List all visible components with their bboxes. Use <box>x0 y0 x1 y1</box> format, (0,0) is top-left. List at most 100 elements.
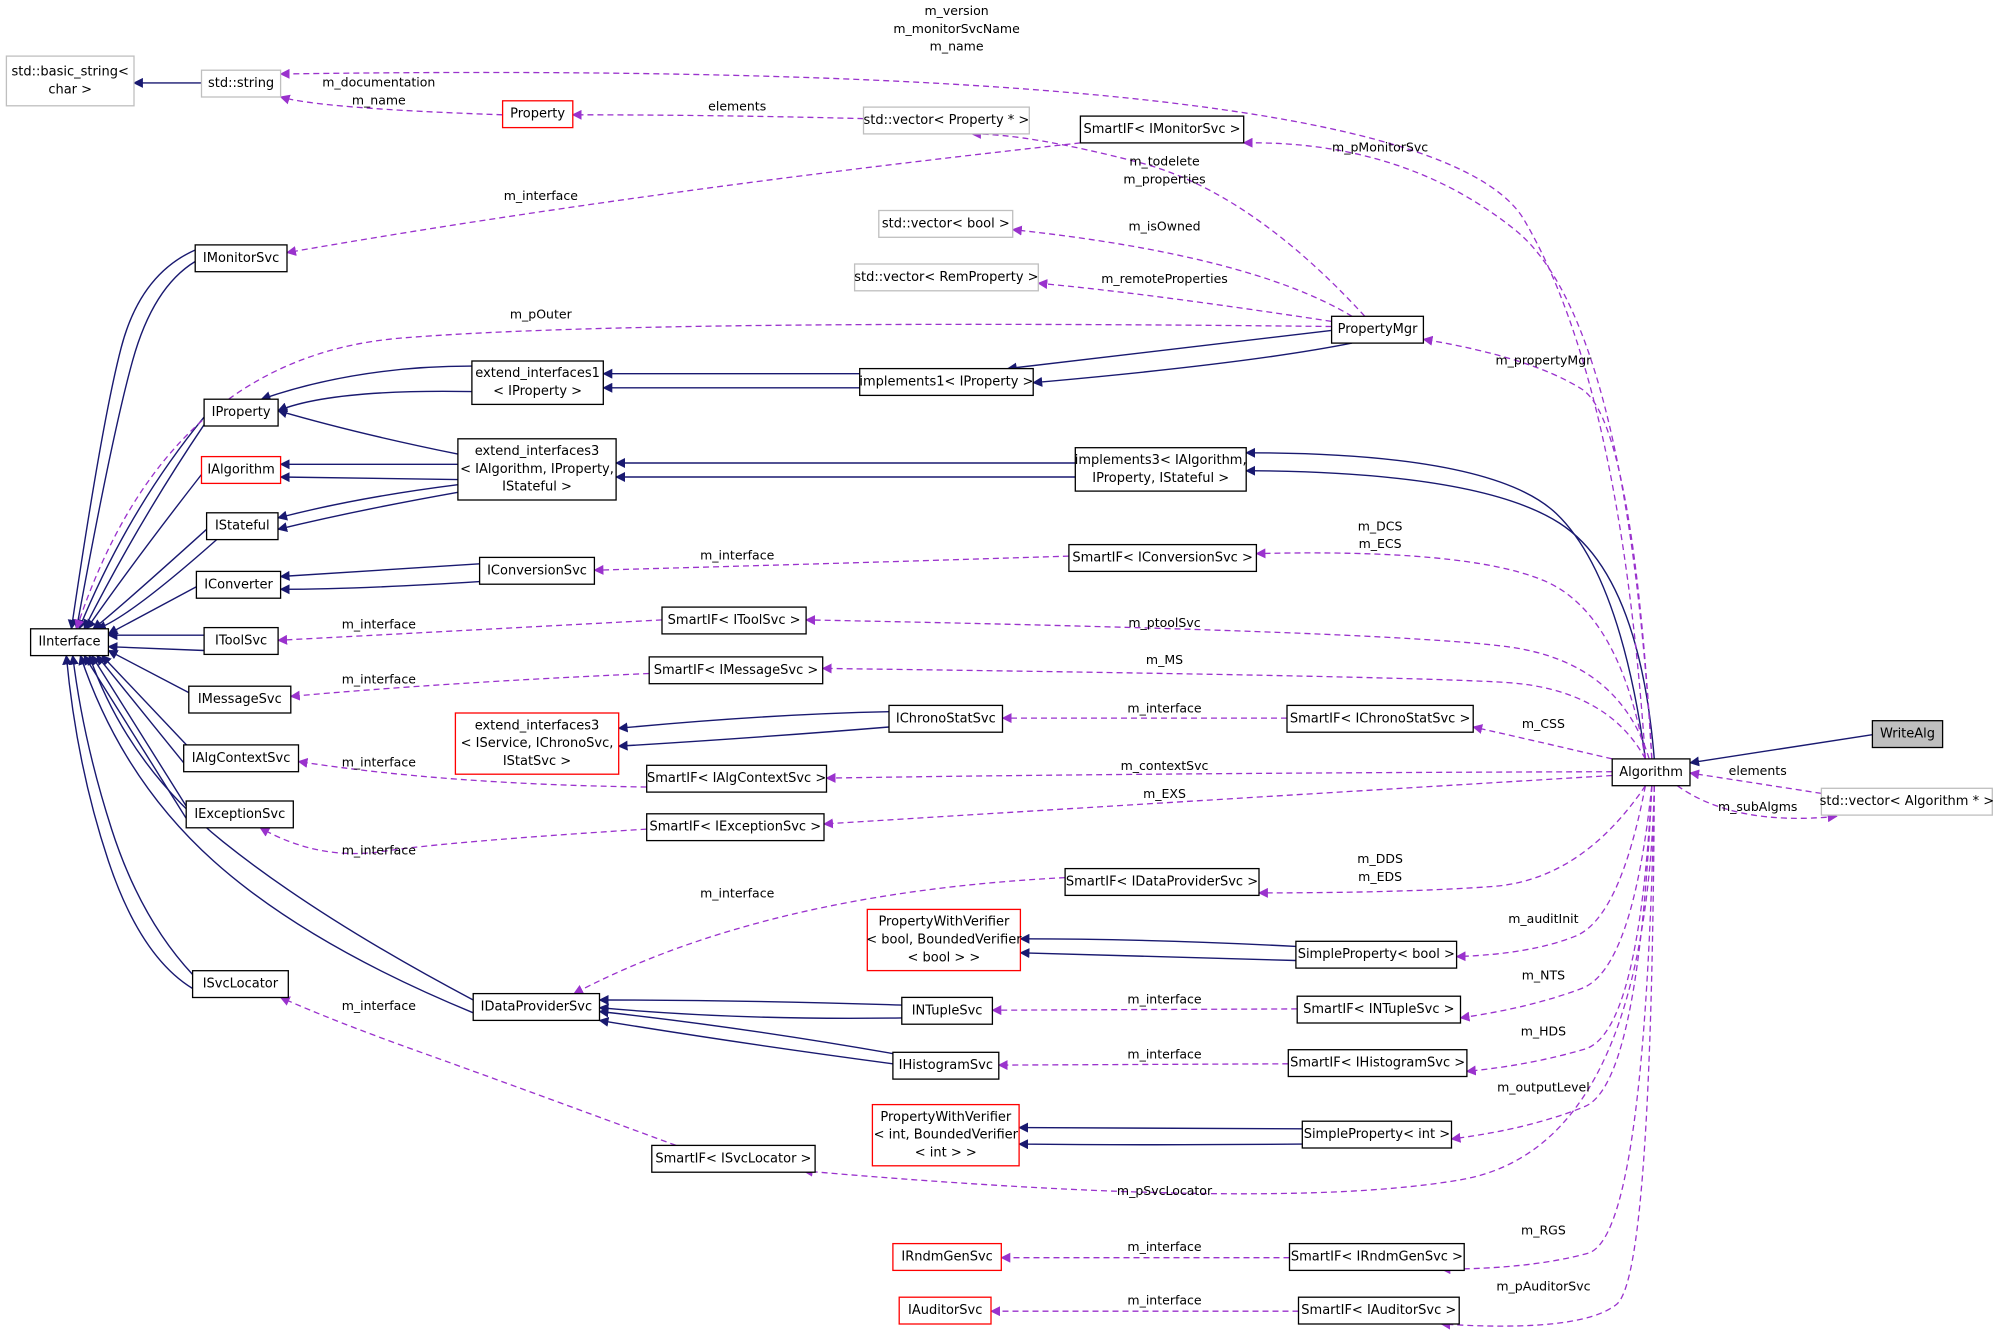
class-node-box <box>478 556 596 585</box>
class-node-extend-interfaces3-svc[interactable]: extend_interfaces3< IService, IChronoSvc… <box>454 712 620 775</box>
edge-label-m-interface-monitor: m_interface <box>504 188 578 203</box>
inheritance-edge-iconversionsvc-to-iconverter <box>279 580 480 595</box>
edge-label-line: m_interface <box>342 671 416 686</box>
class-node-simpleproperty-bool[interactable]: SimpleProperty< bool > <box>1295 940 1458 969</box>
class-node-implements1[interactable]: implements1< IProperty > <box>859 367 1034 397</box>
edge-label-elements-algorithm: elements <box>1729 763 1787 778</box>
class-node-iexceptionsvc[interactable]: IExceptionSvc <box>185 800 294 829</box>
class-node-property[interactable]: Property <box>501 100 574 129</box>
class-node-label: Algorithm <box>1619 765 1683 780</box>
inheritance-edge-intuplesvc-to-idataprovidersvc <box>598 995 902 1006</box>
class-node-box <box>898 1296 992 1325</box>
class-node-pwv-bool[interactable]: PropertyWithVerifier< bool, BoundedVerif… <box>866 908 1022 972</box>
usage-edge-elements-algorithm <box>1689 769 1822 795</box>
class-node-smartif-imessagesvc[interactable]: SmartIF< IMessageSvc > <box>648 656 824 685</box>
class-node-algorithm[interactable]: Algorithm <box>1611 758 1691 787</box>
usage-edge-m-interface-ntuple <box>991 1005 1298 1016</box>
edge-label-line: m_pOuter <box>510 307 573 322</box>
class-node-iproperty[interactable]: IProperty <box>203 398 279 427</box>
usage-edge-m-interface-tool <box>277 619 663 645</box>
class-node-pwv-int[interactable]: PropertyWithVerifier< int, BoundedVerifi… <box>871 1103 1020 1167</box>
class-node-label: Property <box>510 107 565 122</box>
class-node-smartif-irndmgensvc[interactable]: SmartIF< IRndmGenSvc > <box>1288 1242 1465 1272</box>
inheritance-edge-extend-interfaces3-alg-to-ialgorithm <box>279 472 458 483</box>
class-node-ialgcontextsvc[interactable]: IAlgContextSvc <box>183 744 300 773</box>
inheritance-edge-ialgorithm-to-iinterface <box>86 474 203 630</box>
class-node-idataprovidersvc[interactable]: IDataProviderSvc <box>472 992 601 1022</box>
class-node-smartif-ichronostatsvc[interactable]: SmartIF< IChronoStatSvc > <box>1286 704 1474 733</box>
class-node-smartif-iauditorsvc[interactable]: SmartIF< IAuditorSvc > <box>1297 1296 1460 1325</box>
class-node-label: ISvcLocator <box>203 977 279 992</box>
class-node-std-basic-string[interactable]: std::basic_string<char > <box>5 55 135 107</box>
class-node-std-vector-remproperty[interactable]: std::vector< RemProperty > <box>853 263 1039 292</box>
class-node-imonitorsvc[interactable]: IMonitorSvc <box>194 244 288 273</box>
class-node-box <box>501 100 574 129</box>
inheritance-edge-isvclocator-to-iinterface <box>68 654 194 975</box>
class-node-smartif-idataprovidersvc[interactable]: SmartIF< IDataProviderSvc > <box>1064 867 1260 897</box>
class-node-iinterface[interactable]: IInterface <box>29 628 110 657</box>
class-node-ichronostatsvc[interactable]: IChronoStatSvc <box>888 704 1004 733</box>
class-node-smartif-iexceptionsvc[interactable]: SmartIF< IExceptionSvc > <box>646 813 825 842</box>
edge-label-line: m_isOwned <box>1128 219 1200 234</box>
class-node-std-vector-bool[interactable]: std::vector< bool > <box>878 209 1014 238</box>
class-node-smartif-itoolsvc[interactable]: SmartIF< IToolSvc > <box>661 606 807 635</box>
class-node-box <box>892 1242 1002 1272</box>
inheritance-edge-extend-interfaces1-to-iproperty <box>260 365 472 401</box>
edge-label-line: m_pAuditorSvc <box>1496 1279 1590 1294</box>
class-node-std-string[interactable]: std::string <box>200 69 282 98</box>
edge-label-m-interface-exception: m_interface <box>342 842 416 857</box>
class-node-extend-interfaces1[interactable]: extend_interfaces1< IProperty > <box>471 360 604 406</box>
class-node-std-vector-algorithm[interactable]: std::vector< Algorithm * > <box>1820 787 1994 816</box>
class-node-ihistogramsvc[interactable]: IHistogramSvc <box>892 1051 1000 1080</box>
class-node-smartif-ialgcontextsvc[interactable]: SmartIF< IAlgContextSvc > <box>646 764 828 793</box>
class-node-irndmgensvc[interactable]: IRndmGenSvc <box>892 1242 1002 1272</box>
class-node-iconversionsvc[interactable]: IConversionSvc <box>478 556 596 585</box>
class-node-ialgorithm[interactable]: IAlgorithm <box>200 455 282 485</box>
class-node-iauditorsvc[interactable]: IAuditorSvc <box>898 1296 992 1325</box>
class-node-box <box>1301 1120 1453 1149</box>
class-node-label: SmartIF< IAuditorSvc > <box>1301 1303 1456 1318</box>
class-node-label: SmartIF< IAlgContextSvc > <box>647 771 826 786</box>
class-node-propertymgr[interactable]: PropertyMgr <box>1330 315 1425 344</box>
usage-edge-m-interface-exception <box>259 827 647 855</box>
class-node-label: SmartIF< IHistogramSvc > <box>1290 1056 1465 1071</box>
class-node-smartif-iconversionsvc[interactable]: SmartIF< IConversionSvc > <box>1068 543 1258 573</box>
class-node-itoolsvc[interactable]: IToolSvc <box>203 626 279 656</box>
class-node-implements3[interactable]: implements3< IAlgorithm,IProperty, IStat… <box>1074 447 1247 492</box>
edge-label-line: m_interface <box>1127 992 1201 1007</box>
edge-label-line: m_interface <box>342 842 416 857</box>
class-node-iconverter[interactable]: IConverter <box>195 570 282 599</box>
class-node-label: IProperty, IStateful > <box>1092 471 1229 486</box>
class-node-smartif-ihistogramsvc[interactable]: SmartIF< IHistogramSvc > <box>1287 1049 1468 1078</box>
class-node-extend-interfaces3-alg[interactable]: extend_interfaces3< IAlgorithm, IPropert… <box>457 438 617 501</box>
edge-label-m-interface-message: m_interface <box>342 671 416 686</box>
class-node-box <box>200 69 282 98</box>
class-node-imessagesvc[interactable]: IMessageSvc <box>188 685 292 714</box>
class-node-label: IExceptionSvc <box>194 807 285 822</box>
class-node-box <box>454 712 620 775</box>
class-node-isvclocator[interactable]: ISvcLocator <box>191 970 289 999</box>
usage-edge-m-subalgms <box>1676 785 1838 823</box>
class-node-std-vector-property[interactable]: std::vector< Property * > <box>862 106 1030 135</box>
class-node-label: IConversionSvc <box>487 563 587 578</box>
edge-label-line: m_interface <box>1127 1046 1201 1061</box>
class-node-simpleproperty-int[interactable]: SimpleProperty< int > <box>1301 1120 1453 1149</box>
class-node-smartif-imonitorsvc[interactable]: SmartIF< IMonitorSvc > <box>1079 115 1245 144</box>
class-node-label: IProperty <box>212 405 271 420</box>
class-node-smartif-intuplesvc[interactable]: SmartIF< INTupleSvc > <box>1296 995 1462 1024</box>
class-node-box <box>194 244 288 273</box>
usage-edge-m-interface-monitor <box>286 142 1081 256</box>
class-node-istateful[interactable]: IStateful <box>205 512 279 541</box>
class-node-smartif-isvclocator[interactable]: SmartIF< ISvcLocator > <box>651 1144 816 1173</box>
edge-label-line: m_EXS <box>1143 786 1186 801</box>
class-node-label: IMessageSvc <box>198 692 282 707</box>
class-node-writealg[interactable]: WriteAlg <box>1871 720 1944 749</box>
inheritance-edge-extend-interfaces3-alg-to-istateful <box>277 491 459 533</box>
usage-edge-m-propertymgr <box>1422 335 1653 759</box>
edge-label-m-isowned: m_isOwned <box>1128 219 1200 234</box>
class-node-box <box>191 970 289 999</box>
class-node-intuplesvc[interactable]: INTupleSvc <box>901 996 994 1025</box>
inheritance-edge-extend-interfaces3-alg-to-istateful <box>277 484 458 521</box>
